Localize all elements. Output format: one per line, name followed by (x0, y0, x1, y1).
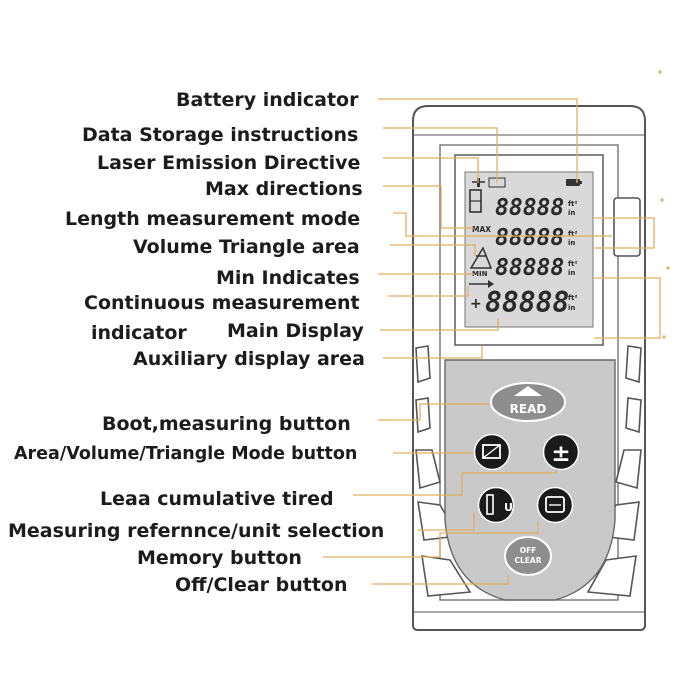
label-boot-measuring-button: Boot,measuring button (102, 413, 351, 435)
plus-minus-button[interactable]: ± (542, 433, 580, 471)
label-battery-indicator: Battery indicator (176, 89, 359, 111)
leader-data-storage (383, 127, 498, 183)
label-data-storage-instructions: Data Storage instructions (82, 124, 359, 146)
label-off-clear-button: Off/Clear button (175, 574, 348, 596)
label-main-display: Main Display (227, 320, 364, 342)
keypad-panel (444, 359, 616, 601)
off-label: OFF (520, 546, 537, 555)
lcd-volume-triangle-icon (469, 246, 493, 269)
leader-boot-button (378, 403, 490, 421)
lcd-row-1-digits: 88888 (495, 195, 564, 221)
lcd-battery-icon (566, 179, 580, 186)
read-button-label: READ (510, 402, 547, 416)
leader-continuous (388, 286, 469, 297)
label-continuous-measurement: Continuous measurement (84, 292, 360, 314)
svg-text:ft²: ft² (568, 294, 577, 302)
svg-text:in: in (568, 304, 575, 312)
leader-volume-triangle (390, 244, 476, 256)
leader-laser (383, 157, 479, 183)
lcd-row-2-digits: 88888 (495, 225, 564, 251)
leader-battery (378, 98, 578, 183)
label-laser-emission-directive: Laser Emission Directive (97, 152, 361, 174)
unit-icon: U (504, 501, 513, 514)
memory-button[interactable] (536, 486, 574, 524)
device-inner-frame (439, 144, 619, 601)
label-max-directions: Max directions (205, 178, 363, 200)
area-mode-icon (482, 444, 501, 459)
read-button[interactable]: READ (490, 382, 566, 422)
read-arrow-icon (514, 386, 542, 396)
label-auxiliary-display-area: Auxiliary display area (133, 348, 365, 370)
label-memory-button: Memory button (137, 547, 302, 569)
svg-text:ft²: ft² (568, 260, 577, 268)
lcd-plus-sign: + (470, 296, 482, 312)
lcd-main-digits: 88888 (485, 286, 569, 319)
svg-text:in: in (568, 239, 575, 247)
side-slot (613, 197, 641, 257)
svg-text:in: in (568, 269, 575, 277)
plus-minus-icon: ± (551, 441, 570, 467)
lcd-display: MAX MIN + 88888 88888 88888 88888 ft² in… (454, 154, 604, 346)
label-volume-triangle-area: Volume Triangle area (133, 236, 360, 258)
leader-right-upper (594, 217, 655, 249)
leader-reference-unit (418, 512, 475, 531)
leader-max-directions (383, 185, 474, 229)
leader-off-clear (372, 575, 509, 585)
leader-dots (658, 70, 670, 339)
leader-main-display (380, 318, 499, 331)
lcd-min-tag: MIN (472, 270, 488, 278)
lcd-unit-markers: ft² in ft² in ft² in ft² in (568, 200, 577, 312)
label-cumulative: Leaa cumulative tired (100, 488, 334, 510)
label-length-measurement-mode: Length measurement mode (65, 208, 361, 230)
svg-text:ft²: ft² (568, 230, 577, 238)
reference-unit-button[interactable]: U (477, 486, 515, 524)
keypad: READ ± U OFF CLEAR (444, 359, 616, 601)
svg-text:in: in (568, 209, 575, 217)
svg-text:ft²: ft² (568, 200, 577, 208)
leader-auxiliary (383, 346, 483, 359)
memory-icon (545, 496, 565, 513)
lcd-row-3-digits: 88888 (495, 255, 564, 281)
lcd-max-tag: MAX (472, 225, 491, 234)
label-continuous-indicator: indicator (91, 322, 187, 344)
reference-icon (486, 494, 494, 515)
clear-label: CLEAR (515, 556, 542, 565)
leader-cumulative (353, 469, 557, 496)
area-volume-triangle-button[interactable] (473, 433, 511, 471)
label-measuring-reference-unit: Measuring refernnce/unit selection (8, 520, 385, 542)
leader-length-mode (393, 212, 612, 237)
off-clear-button[interactable]: OFF CLEAR (504, 536, 552, 576)
leader-right-lower (594, 277, 661, 339)
leader-lines (323, 98, 661, 585)
label-min-indicates: Min Indicates (216, 267, 360, 289)
leader-memory-button (323, 522, 539, 558)
label-area-volume-triangle-mode-button: Area/Volume/Triangle Mode button (14, 444, 358, 464)
lcd-screen (464, 171, 594, 328)
